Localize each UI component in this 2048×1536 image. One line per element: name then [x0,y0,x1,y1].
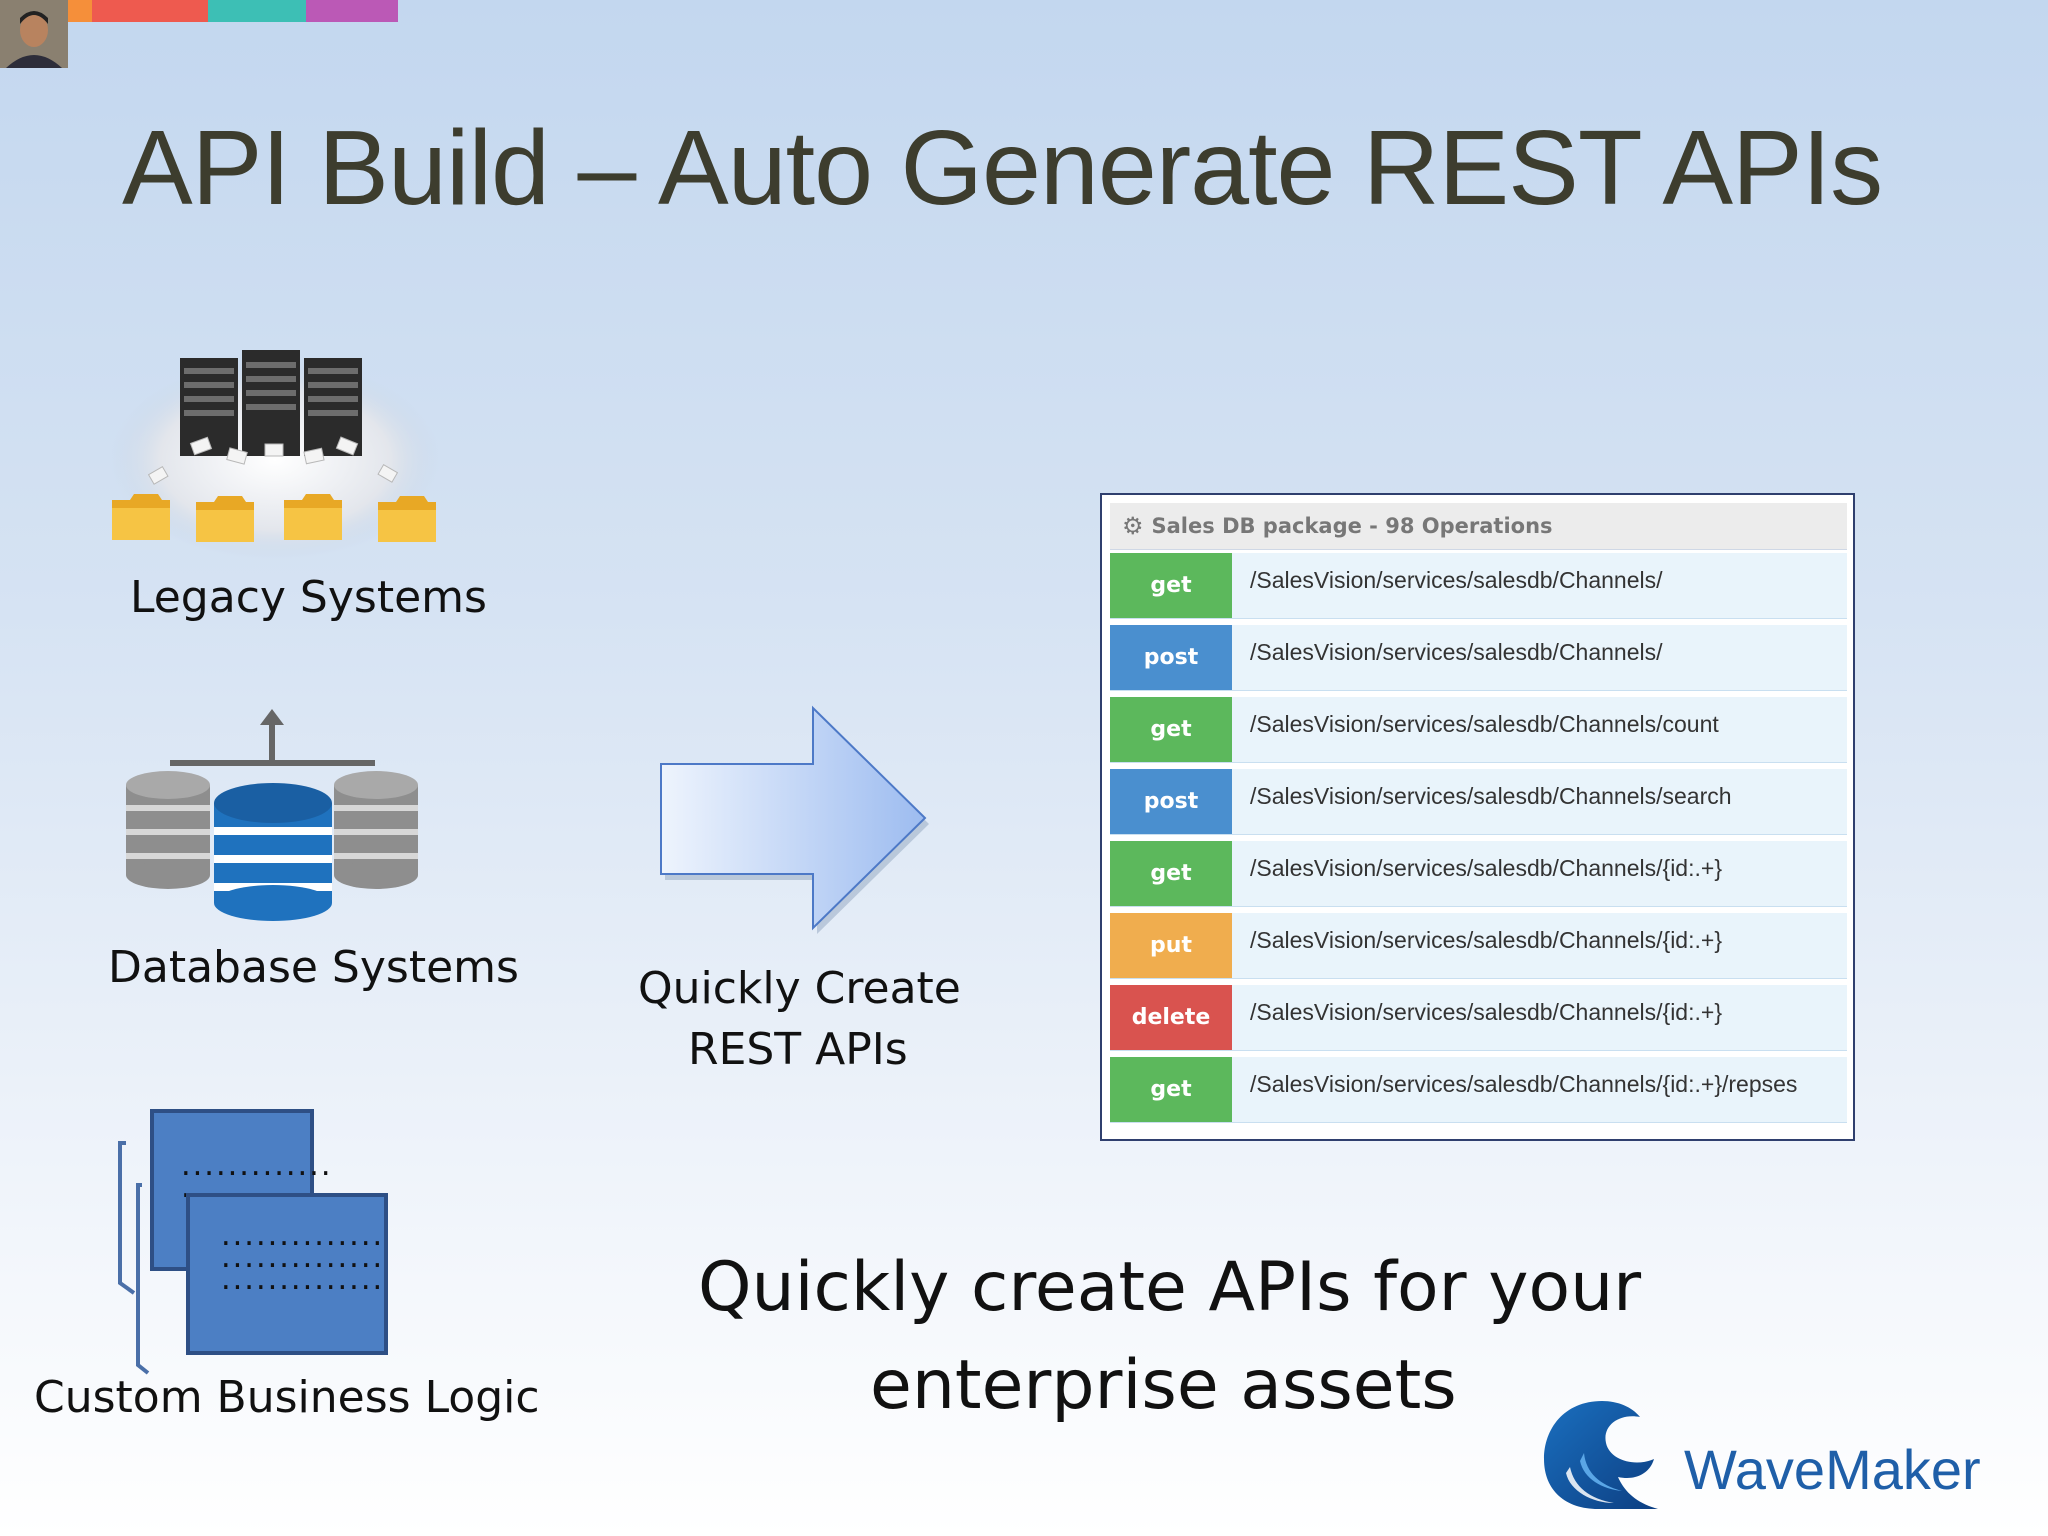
http-method-badge[interactable]: get [1110,841,1232,906]
database-systems-label: Database Systems [108,942,519,993]
operation-row[interactable]: get/SalesVision/services/salesdb/Channel… [1110,1057,1847,1123]
operation-row[interactable]: get/SalesVision/services/salesdb/Channel… [1110,697,1847,763]
svg-text:..............: .............. [218,1244,381,1274]
accent-color-strip [68,0,398,22]
endpoint-path[interactable]: /SalesVision/services/salesdb/Channels/{… [1250,855,1722,881]
operation-row[interactable]: get/SalesVision/services/salesdb/Channel… [1110,553,1847,619]
endpoint-path[interactable]: /SalesVision/services/salesdb/Channels/ [1250,639,1663,665]
operation-row[interactable]: delete/SalesVision/services/salesdb/Chan… [1110,985,1847,1051]
api-operations-panel: ⚙ Sales DB package - 98 Operations get/S… [1100,493,1855,1141]
business-logic-label: Custom Business Logic [34,1372,540,1423]
svg-text:.............: ............. [178,1152,330,1182]
panel-header-title: Sales DB package - 98 Operations [1151,514,1553,538]
endpoint-path[interactable]: /SalesVision/services/salesdb/Channels/s… [1250,783,1732,809]
http-method-badge[interactable]: get [1110,1057,1232,1122]
presenter-avatar [0,0,68,68]
operation-row[interactable]: get/SalesVision/services/salesdb/Channel… [1110,841,1847,907]
arrow-caption-line1: Quickly Create [638,963,961,1014]
operation-row[interactable]: put/SalesVision/services/salesdb/Channel… [1110,913,1847,979]
gear-icon: ⚙ [1122,512,1144,540]
panel-header[interactable]: ⚙ Sales DB package - 98 Operations [1110,503,1847,550]
endpoint-path[interactable]: /SalesVision/services/salesdb/Channels/c… [1250,711,1719,737]
endpoint-path[interactable]: /SalesVision/services/salesdb/Channels/{… [1250,927,1722,953]
database-systems-illustration [120,705,425,925]
http-method-badge[interactable]: get [1110,553,1232,618]
bottom-caption-line1: Quickly create APIs for your [698,1248,1642,1327]
svg-text:..............: .............. [218,1222,381,1252]
legacy-systems-illustration [100,340,450,570]
arrow-right-icon [655,700,935,945]
accent-orange [68,0,92,22]
arrow-caption-line2: REST APIs [688,1024,908,1075]
business-logic-illustration: ............. ............. ............… [112,1105,392,1375]
operation-row[interactable]: post/SalesVision/services/salesdb/Channe… [1110,625,1847,691]
accent-purple [306,0,398,22]
legacy-systems-label: Legacy Systems [130,572,487,623]
endpoint-path[interactable]: /SalesVision/services/salesdb/Channels/ [1250,567,1663,593]
endpoint-path[interactable]: /SalesVision/services/salesdb/Channels/{… [1250,999,1722,1025]
http-method-badge[interactable]: put [1110,913,1232,978]
http-method-badge[interactable]: get [1110,697,1232,762]
http-method-badge[interactable]: post [1110,625,1232,690]
wavemaker-logo: WaveMaker [1540,1395,2000,1513]
accent-teal [208,0,306,22]
accent-red [92,0,208,22]
endpoint-path[interactable]: /SalesVision/services/salesdb/Channels/{… [1250,1071,1798,1097]
wavemaker-logo-text: WaveMaker [1684,1438,1981,1501]
svg-text:..............: .............. [218,1266,381,1296]
bottom-caption-line2: enterprise assets [870,1346,1457,1425]
operation-row[interactable]: post/SalesVision/services/salesdb/Channe… [1110,769,1847,835]
http-method-badge[interactable]: post [1110,769,1232,834]
http-method-badge[interactable]: delete [1110,985,1232,1050]
slide-title: API Build – Auto Generate REST APIs [122,109,1883,227]
